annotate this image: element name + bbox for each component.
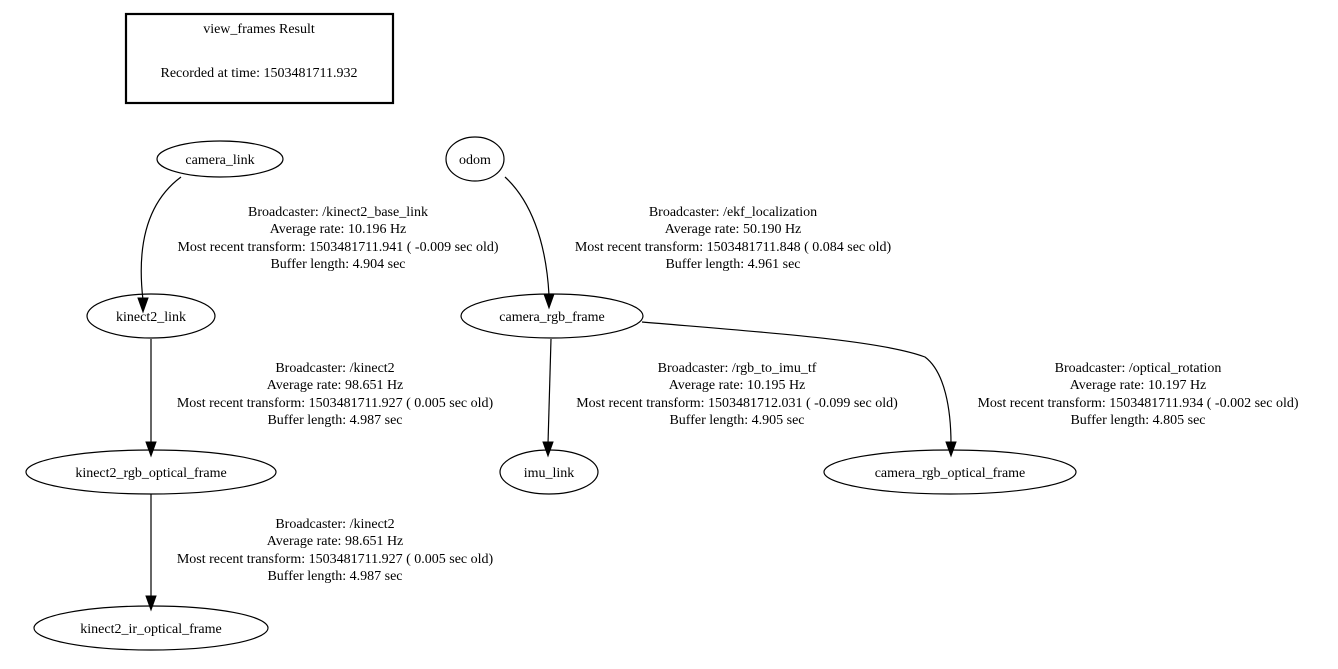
edge-camera_link-kinect2_link: Broadcaster: /kinect2_base_link Average … xyxy=(137,176,499,314)
node-kinect2_rgb_optical_frame: kinect2_rgb_optical_frame xyxy=(25,449,277,495)
edge-label: Broadcaster: /kinect2_base_link Average … xyxy=(177,205,498,272)
node-label: imu_link xyxy=(524,466,575,481)
edge-line xyxy=(641,321,952,445)
arrow-head-icon xyxy=(945,441,957,458)
node-kinect2_link: kinect2_link xyxy=(86,293,216,339)
edge-label-recent: Most recent transform: 1503481712.031 ( … xyxy=(576,396,898,411)
edge-label: Broadcaster: /kinect2 Average rate: 98.6… xyxy=(177,361,494,428)
edge-kinect2_rgb_optical_frame-kinect2_ir_optical_frame: Broadcaster: /kinect2 Average rate: 98.6… xyxy=(145,494,494,612)
edge-label-rate: Average rate: 10.197 Hz xyxy=(1070,378,1207,393)
edge-camera_rgb_frame-imu_link: Broadcaster: /rgb_to_imu_tf Average rate… xyxy=(542,338,898,458)
edge-label-buffer: Buffer length: 4.805 sec xyxy=(1070,413,1205,428)
edge-label-rate: Average rate: 10.195 Hz xyxy=(669,378,806,393)
recorded-time-text: Recorded at time: 1503481711.932 xyxy=(161,66,358,81)
edge-label-recent: Most recent transform: 1503481711.848 ( … xyxy=(575,240,892,255)
node-label: camera_link xyxy=(185,153,254,168)
node-ellipse xyxy=(25,449,277,495)
edge-odom-camera_rgb_frame: Broadcaster: /ekf_localization Average r… xyxy=(504,176,892,310)
edge-label-buffer: Buffer length: 4.987 sec xyxy=(267,413,402,428)
node-label: kinect2_ir_optical_frame xyxy=(80,622,222,637)
edge-label-buffer: Buffer length: 4.904 sec xyxy=(270,257,405,272)
arrow-head-icon xyxy=(543,293,555,310)
node-ellipse xyxy=(823,449,1077,495)
edge-label-broadcaster: Broadcaster: /optical_rotation xyxy=(1055,361,1222,376)
edge-camera_rgb_frame-camera_rgb_optical_frame: Broadcaster: /optical_rotation Average r… xyxy=(641,321,1299,458)
arrow-head-icon xyxy=(542,441,554,458)
node-label: camera_rgb_optical_frame xyxy=(875,466,1026,481)
edge-label-broadcaster: Broadcaster: /kinect2_base_link xyxy=(248,205,428,220)
title-box: view_frames Result Recorded at time: 150… xyxy=(124,12,395,105)
node-camera_rgb_optical_frame: camera_rgb_optical_frame xyxy=(823,449,1077,495)
title-box-border xyxy=(124,12,395,105)
arrow-head-icon xyxy=(145,441,157,458)
edge-line xyxy=(547,338,552,445)
edge-kinect2_link-kinect2_rgb_optical_frame: Broadcaster: /kinect2 Average rate: 98.6… xyxy=(145,339,494,458)
node-kinect2_ir_optical_frame: kinect2_ir_optical_frame xyxy=(33,605,269,651)
edge-label-recent: Most recent transform: 1503481711.934 ( … xyxy=(977,396,1298,411)
edge-label-buffer: Buffer length: 4.961 sec xyxy=(665,257,800,272)
edge-label-broadcaster: Broadcaster: /kinect2 xyxy=(275,361,394,376)
node-camera_rgb_frame: camera_rgb_frame xyxy=(460,293,644,339)
edge-label: Broadcaster: /ekf_localization Average r… xyxy=(575,205,892,272)
node-ellipse xyxy=(86,293,216,339)
edge-label-buffer: Buffer length: 4.987 sec xyxy=(267,569,402,584)
edge-label: Broadcaster: /kinect2 Average rate: 98.6… xyxy=(177,517,494,584)
edge-label-rate: Average rate: 98.651 Hz xyxy=(267,534,404,549)
edge-label: Broadcaster: /rgb_to_imu_tf Average rate… xyxy=(576,361,898,428)
title-text: view_frames Result xyxy=(203,22,315,37)
edge-label-broadcaster: Broadcaster: /rgb_to_imu_tf xyxy=(658,361,817,376)
edge-label-recent: Most recent transform: 1503481711.941 ( … xyxy=(177,240,498,255)
node-odom: odom xyxy=(445,136,505,182)
node-ellipse xyxy=(156,140,284,178)
edge-line xyxy=(504,176,550,296)
node-label: kinect2_link xyxy=(116,310,186,325)
node-label: kinect2_rgb_optical_frame xyxy=(75,466,226,481)
edge-label-recent: Most recent transform: 1503481711.927 ( … xyxy=(177,552,494,567)
edge-label-rate: Average rate: 50.190 Hz xyxy=(665,222,802,237)
edge-label-broadcaster: Broadcaster: /kinect2 xyxy=(275,517,394,532)
edge-label: Broadcaster: /optical_rotation Average r… xyxy=(977,361,1298,428)
node-label: camera_rgb_frame xyxy=(499,310,604,325)
node-ellipse xyxy=(33,605,269,651)
node-ellipse xyxy=(460,293,644,339)
node-ellipse xyxy=(445,136,505,182)
edge-label-buffer: Buffer length: 4.905 sec xyxy=(669,413,804,428)
edge-label-broadcaster: Broadcaster: /ekf_localization xyxy=(649,205,817,220)
edge-label-recent: Most recent transform: 1503481711.927 ( … xyxy=(177,396,494,411)
arrow-head-icon xyxy=(145,595,157,612)
node-label: odom xyxy=(459,153,491,168)
node-ellipse xyxy=(499,449,599,495)
node-camera_link: camera_link xyxy=(156,140,284,178)
edge-label-rate: Average rate: 10.196 Hz xyxy=(270,222,407,237)
arrow-head-icon xyxy=(137,297,149,314)
node-imu_link: imu_link xyxy=(499,449,599,495)
edge-line xyxy=(140,176,182,301)
edge-label-rate: Average rate: 98.651 Hz xyxy=(267,378,404,393)
